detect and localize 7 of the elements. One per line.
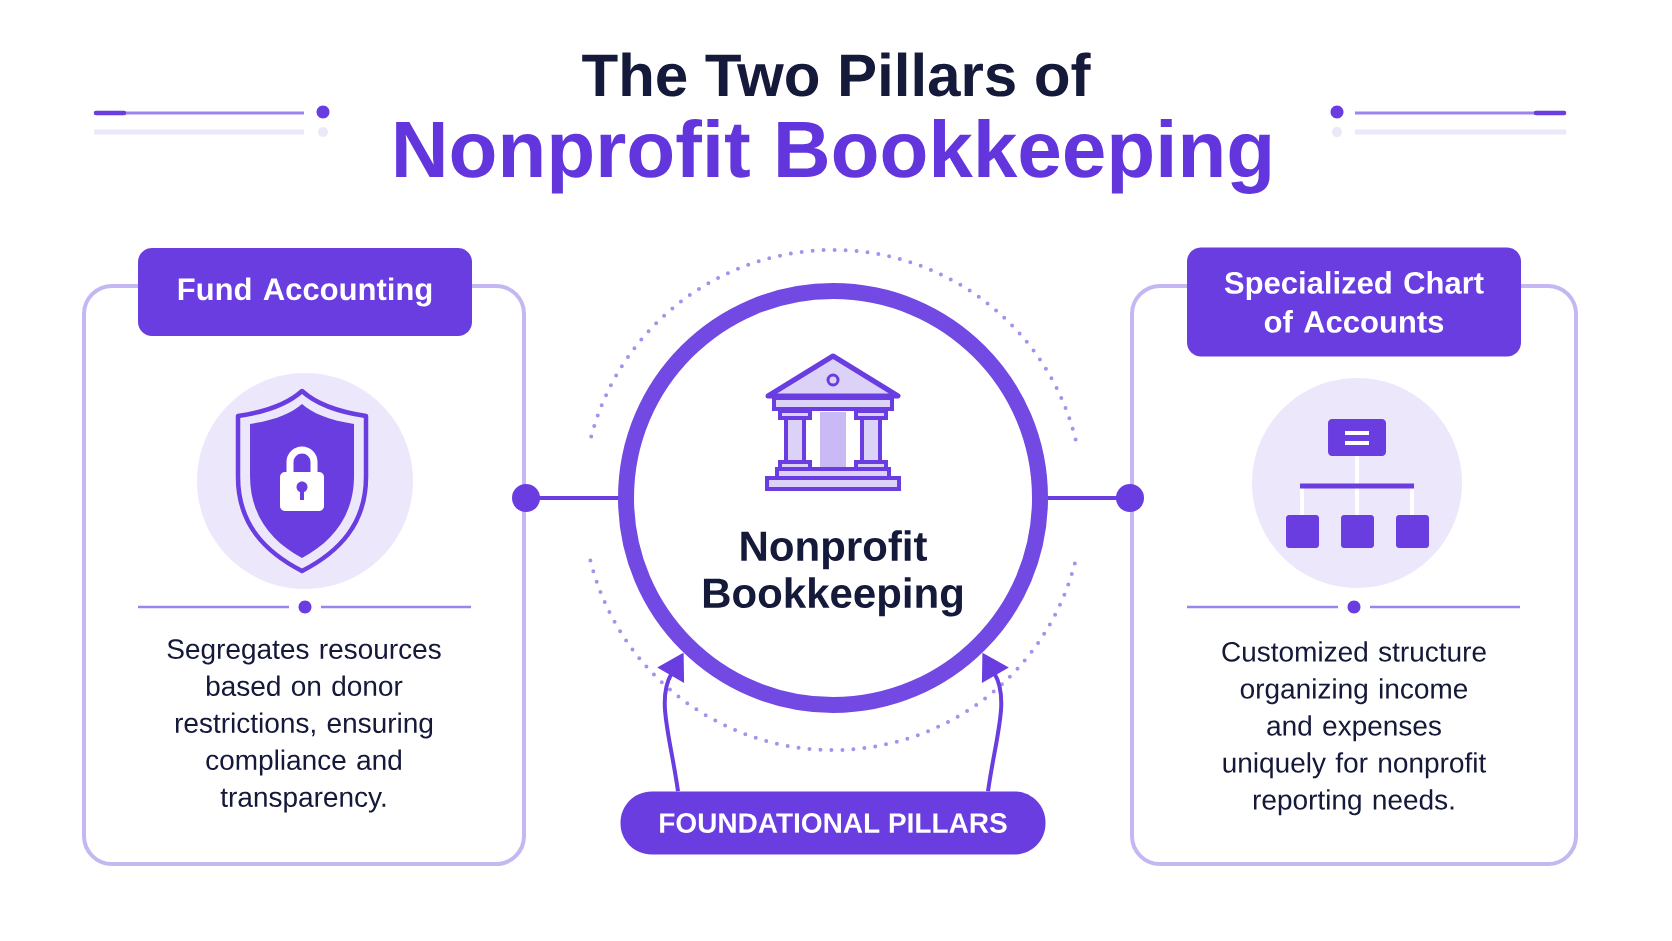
connector-line: [512, 484, 618, 512]
heading-tab: Specialized Chart of Accounts: [1187, 247, 1521, 357]
connector-line: [1048, 484, 1144, 512]
title: The Two Pillars of: [582, 52, 1091, 97]
heading-tab: Fund Accounting: [138, 248, 472, 336]
title: Nonprofit Bookkeeping: [396, 119, 1270, 194]
banner-pill: FOUNDATIONAL PILLARS: [620, 791, 1046, 855]
